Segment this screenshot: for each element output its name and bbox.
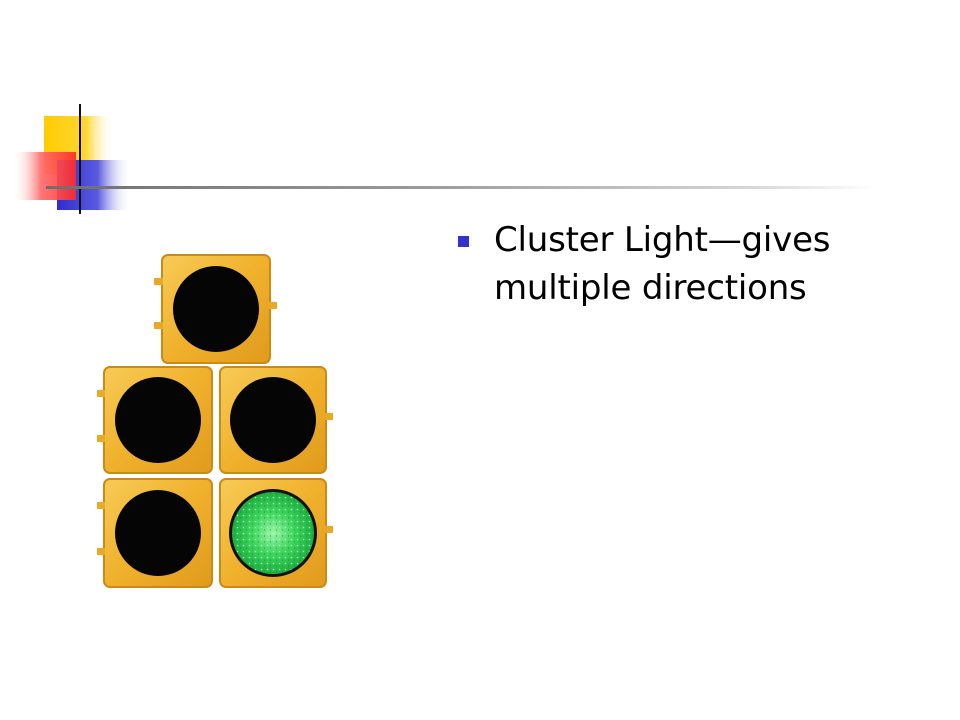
signal-lens-middle-right <box>230 377 316 463</box>
corner-squares-icon <box>12 104 131 214</box>
signal-housing-bottom-right <box>219 478 333 588</box>
signal-housing-bottom-left <box>97 478 213 588</box>
bullet-text: Cluster Light—gives multiple directions <box>494 220 831 309</box>
signal-lens-top <box>173 266 259 352</box>
slide-body: Cluster Light—gives multiple directions <box>458 216 928 313</box>
signal-lens-bottom-left <box>115 490 201 576</box>
signal-housing-middle-right <box>219 366 333 474</box>
signal-lens-middle-left <box>115 377 201 463</box>
square-bullet-icon <box>458 236 469 247</box>
signal-housing-middle-left <box>97 366 213 474</box>
cluster-traffic-light-image <box>97 254 333 588</box>
bullet-item: Cluster Light—gives multiple directions <box>458 216 928 313</box>
title-underline <box>46 186 876 189</box>
signal-housing-top <box>154 254 277 364</box>
corner-red-square <box>12 152 76 200</box>
